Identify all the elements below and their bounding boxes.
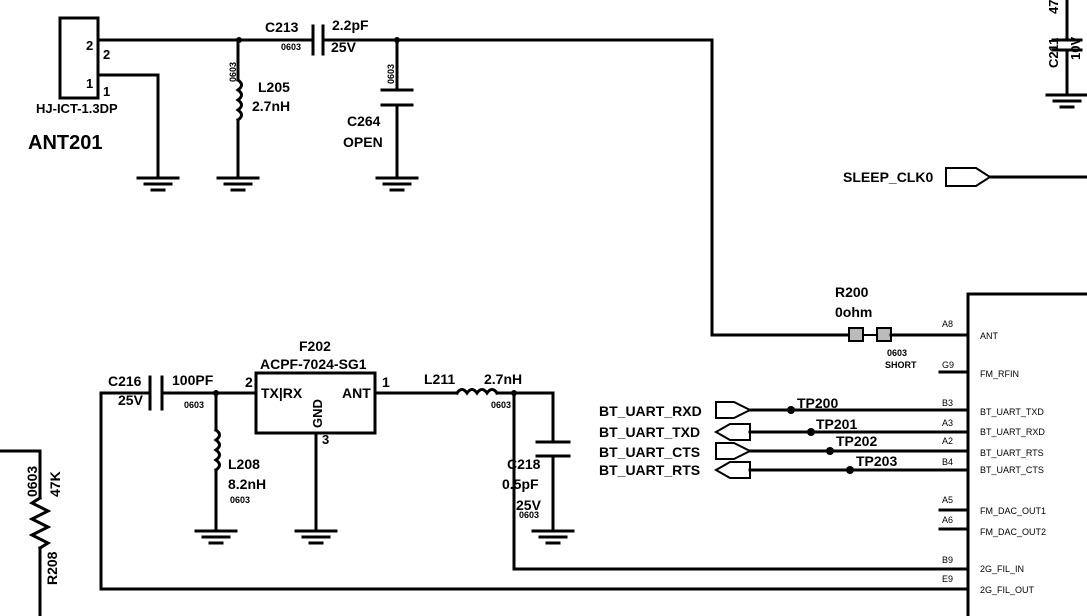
f202-num3: 3 [322, 432, 329, 447]
ic-pin-ball: A5 [942, 495, 953, 505]
resistor-r208: 0603 47K R208 [0, 449, 63, 616]
ic-pin-name: BT_UART_RTS [980, 448, 1044, 458]
c218-value: 0.5pF [502, 476, 539, 492]
f202-pin-gnd: GND [310, 399, 325, 428]
f202-pin-ant: ANT [342, 385, 371, 401]
r208-value: 47K [47, 471, 63, 497]
ic-pin-ball: G9 [942, 360, 954, 370]
l208-ref: L208 [228, 456, 260, 472]
r200-value: 0ohm [835, 304, 872, 320]
ground-symbol [294, 529, 338, 545]
ground-symbol [375, 176, 419, 192]
ic-pin-ball: B9 [942, 555, 953, 565]
bt-port-label: BT_UART_RXD [599, 403, 702, 419]
r200-note: SHORT [885, 360, 917, 370]
connector-pin1-inner: 1 [86, 76, 93, 91]
f202-part: ACPF-7024-SG1 [260, 356, 367, 372]
inductor-l211: L211 2.7nH 0603 [373, 371, 970, 571]
f202-pin-txrx: TX|RX [261, 385, 303, 401]
connector-part: HJ-ICT-1.3DP [36, 101, 118, 116]
ic-pin-name: ANT [980, 331, 999, 341]
inductor-l205: 0603 L205 2.7nH [216, 37, 290, 192]
r200-ref: R200 [835, 284, 869, 300]
ground-symbol [216, 176, 260, 192]
bt-port-label: BT_UART_CTS [599, 444, 700, 460]
capacitor-c264: 0603 C264 OPEN [343, 37, 419, 192]
ground-symbol [136, 176, 180, 192]
capacitor-c211: C211 10V 47 [1045, 0, 1087, 109]
test-point-label: TP202 [836, 433, 877, 449]
c218-voltage: 25V [516, 497, 542, 513]
test-point-label: TP200 [797, 395, 838, 411]
ic-pin-ball: B3 [942, 398, 953, 408]
ic-pin-ball: A2 [942, 436, 953, 446]
c211-extra: 47 [1046, 0, 1061, 14]
c213-package: 0603 [281, 42, 301, 52]
l211-package: 0603 [491, 400, 511, 410]
ic-pin-ball: B4 [942, 457, 953, 467]
connector-ref: ANT201 [28, 132, 102, 154]
c213-voltage: 25V [331, 39, 357, 55]
c211-ref: C211 [1046, 38, 1061, 68]
c264-package: 0603 [386, 64, 396, 84]
l205-value: 2.7nH [252, 98, 290, 114]
connector-ant201: 2 1 2 1 HJ-ICT-1.3DP ANT201 [28, 16, 242, 192]
bt-port-label: BT_UART_RTS [599, 462, 700, 478]
c264-value: OPEN [343, 134, 383, 150]
sleep-clk-label: SLEEP_CLK0 [843, 169, 933, 185]
bt-port-label: BT_UART_TXD [599, 424, 700, 440]
bt-uart-ports: BT_UART_RXD BT_UART_TXD BT_UART_CTS BT_U… [599, 395, 970, 479]
c264-ref: C264 [347, 113, 381, 129]
ic-pin-ball: A3 [942, 418, 953, 428]
inductor-l208: L208 8.2nH 0603 [194, 390, 266, 545]
ground-symbol [531, 529, 575, 545]
ic-pin-name: FM_DAC_OUT1 [980, 506, 1046, 516]
capacitor-c216: C216 25V 100PF 0603 [108, 372, 258, 411]
ic-pin-name: BT_UART_CTS [980, 465, 1044, 475]
c216-voltage: 25V [118, 392, 144, 408]
connector-pin1-outer: 1 [103, 84, 110, 99]
l205-ref: L205 [258, 79, 290, 95]
f202-num2: 2 [245, 374, 253, 390]
ic-pin-name: BT_UART_RXD [980, 427, 1045, 437]
c218-package: 0603 [519, 510, 539, 520]
capacitor-c218: C218 0.5pF 25V 0603 [502, 391, 575, 545]
ic-pin-ball: E9 [942, 574, 953, 584]
ic-pin-name: FM_DAC_OUT2 [980, 527, 1046, 537]
l208-package: 0603 [230, 495, 250, 505]
ic-pin-name: BT_UART_TXD [980, 407, 1044, 417]
c213-value: 2.2pF [332, 17, 369, 33]
l211-value: 2.7nH [484, 371, 522, 387]
r200-package: 0603 [887, 348, 907, 358]
c216-ref: C216 [108, 373, 142, 389]
ic-pin-name: 2G_FIL_IN [980, 564, 1024, 574]
filter-f202: F202 ACPF-7024-SG1 TX|RX ANT GND 2 1 3 [245, 338, 390, 545]
l208-value: 8.2nH [228, 476, 266, 492]
ground-symbol [194, 529, 238, 545]
capacitor-c213: C213 0603 2.2pF 25V [238, 17, 399, 56]
c211-value: 10V [1068, 37, 1083, 60]
connector-pin2-inner: 2 [86, 38, 93, 53]
c216-value: 100PF [172, 372, 214, 388]
resistor-r200: R200 0ohm 0603 SHORT [835, 284, 970, 370]
f202-num1: 1 [382, 374, 390, 390]
connector-pin2-outer: 2 [103, 47, 110, 62]
c216-package: 0603 [184, 400, 204, 410]
c218-ref: C218 [507, 456, 541, 472]
test-point-label: TP201 [816, 416, 857, 432]
ic-pin-ball: A8 [942, 319, 953, 329]
ic-pin-ball: A6 [942, 515, 953, 525]
test-point-label: TP203 [856, 453, 897, 469]
f202-ref: F202 [299, 338, 331, 354]
ic-pin-name: FM_RFIN [980, 369, 1019, 379]
r208-ref: R208 [44, 551, 60, 585]
ic-transceiver: A8 ANT G9 FM_RFIN B3 BT_UART_TXD A3 BT_U… [938, 292, 1087, 616]
l205-package: 0603 [228, 62, 238, 82]
sleep-clk-port: SLEEP_CLK0 [843, 167, 1087, 187]
c213-ref: C213 [265, 19, 299, 35]
l211-ref: L211 [424, 371, 455, 387]
r208-package: 0603 [24, 466, 40, 497]
ic-pin-name: 2G_FIL_OUT [980, 585, 1035, 595]
